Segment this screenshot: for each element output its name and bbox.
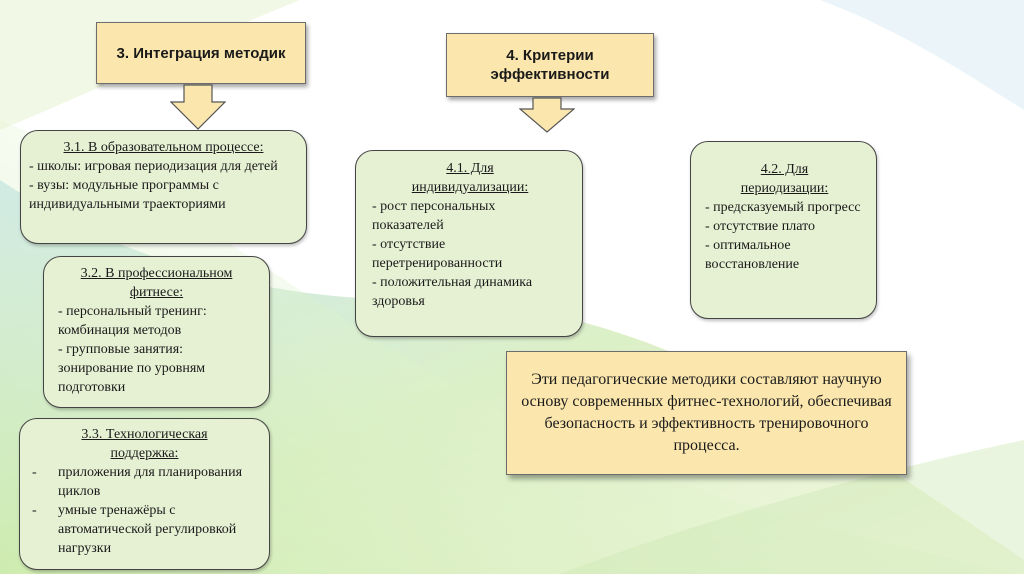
card-3-2-line-1: - персональный тренинг: комбинация метод… — [58, 304, 207, 338]
card-4-1-line-2: - отсутствие перетренированности — [372, 237, 503, 271]
card-4-2-title-1: 4.2. Для — [760, 162, 809, 177]
card-4-1-line-1: - рост персональных показателей — [372, 199, 496, 233]
card-3-2-title-1: 3.2. В профессиональном — [80, 266, 233, 281]
card-4-1-title-1: 4.1. Для — [446, 161, 494, 176]
card-3-1-education: 3.1. В образовательном процессе: - школы… — [20, 130, 307, 244]
card-4-1-line-3: - положительная динамика здоровья — [372, 275, 533, 309]
card-4-2-title-2: периодизации: — [740, 181, 829, 196]
card-3-3-title-1: 3.3. Технологическая — [81, 427, 208, 442]
card-4-1-individualization: 4.1. Для индивидуализации: - рост персон… — [355, 150, 583, 337]
card-4-2-line-3: - оптимальное восстановление — [705, 238, 800, 272]
card-3-3-title-2: поддержка: — [110, 446, 179, 461]
card-3-1-line-1: - школы: игровая периодизация для детей — [29, 159, 278, 174]
card-4-2-periodization: 4.2. Для периодизации: - предсказуемый п… — [690, 141, 877, 319]
card-3-1-line-2: - вузы: модульные программы с индивидуал… — [29, 178, 226, 212]
card-3-3-tech: 3.3. Технологическая поддержка: приложен… — [19, 418, 270, 570]
card-3-2-line-2: - групповые занятия: зонирование по уров… — [58, 342, 206, 395]
card-3-2-fitness: 3.2. В профессиональном фитнесе: - персо… — [43, 256, 270, 408]
card-3-2-title-2: фитнесе: — [129, 285, 184, 300]
card-3-3-item-2: умные тренажёры с автоматической регулир… — [30, 501, 259, 558]
header-integration-text: 3. Интеграция методик — [116, 44, 286, 62]
card-3-3-item-1: приложения для планирования циклов — [30, 463, 259, 501]
header-criteria-text: 4. Критерии эффективности — [490, 47, 610, 83]
card-4-2-line-1: - предсказуемый прогресс — [705, 200, 861, 215]
header-criteria: 4. Критерии эффективности — [446, 33, 654, 97]
card-3-1-title: 3.1. В образовательном процессе: — [63, 140, 264, 155]
card-4-1-title-2: индивидуализации: — [411, 180, 529, 195]
arrow-down-icon — [519, 97, 575, 133]
header-integration: 3. Интеграция методик — [96, 22, 306, 84]
card-4-2-line-2: - отсутствие плато — [705, 219, 815, 234]
arrow-down-icon — [170, 84, 226, 130]
summary-note-text: Эти педагогические методики составляют н… — [521, 371, 892, 454]
summary-note: Эти педагогические методики составляют н… — [506, 351, 907, 475]
